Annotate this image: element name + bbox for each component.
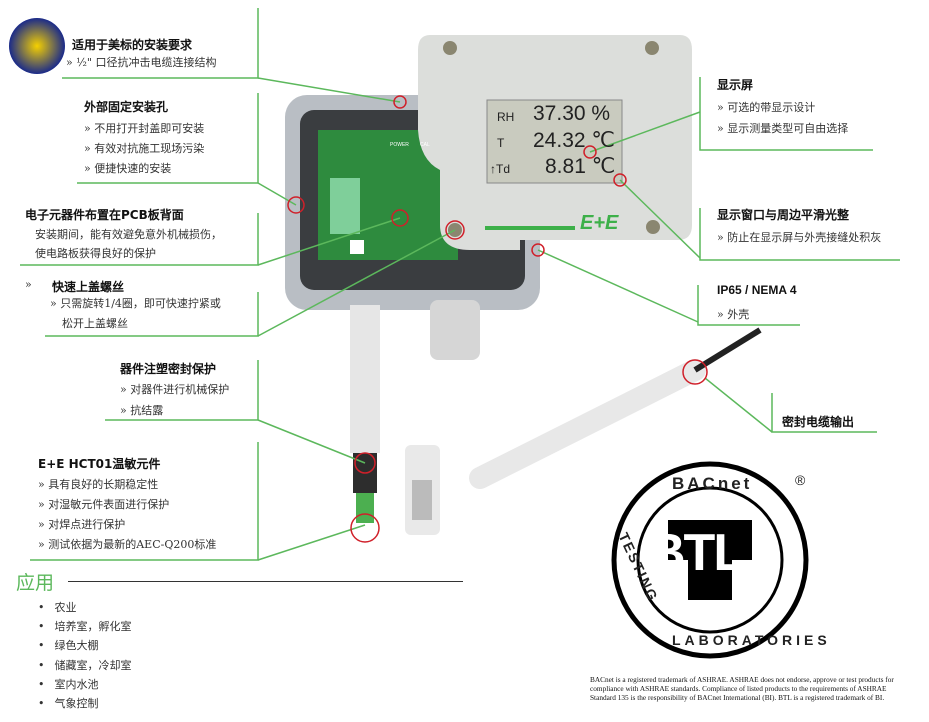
cal-led-label: CAL [420,142,430,148]
lcd-td-label: ↑Td [490,162,511,176]
callout-bullet: » [25,278,32,291]
registered-mark: ® [795,472,806,488]
btl-top-text: BACnet [672,474,753,493]
callout-item: » 可选的带显示设计 [717,101,816,114]
callout-item: » ½" 口径抗冲击电缆连接结构 [66,56,217,69]
callout-item: » 对湿敏元件表面进行保护 [38,498,170,511]
callout-title: 密封电缆输出 [782,415,855,429]
callout-item: » 抗结露 [120,404,164,417]
lcd-rh-value: 37.30 % [533,102,611,125]
lcd-t-value: 24.32 ℃ [533,129,615,152]
trademark-footnote: BACnet is a registered trademark of ASHR… [590,675,894,702]
callout-item: » 对器件进行机械保护 [120,383,230,396]
lcd-rh-label: RH [497,110,515,124]
callout-item: » 只需旋转1/4圈，即可快速拧紧或 [50,297,221,310]
list-item: 农业 [38,599,132,618]
list-item: 绿色大棚 [38,637,132,656]
probe [350,305,380,453]
callout-title: 适用于美标的安装要求 [72,38,193,52]
callout-item: » 显示测量类型可自由选择 [717,122,849,135]
callout-item: » 测试依据为最新的AEC-Q200标准 [38,538,217,551]
callout-title: E+E HCT01温敏元件 [38,457,161,471]
btl-text: BTL [648,524,745,582]
marker-circles [287,95,708,543]
btl-logo [611,461,809,659]
list-item: 室内水池 [38,676,132,695]
callout-title: 器件注塑密封保护 [120,362,217,376]
callout-item: » 防止在显示屏与外壳接缝处积灰 [717,231,882,244]
lcd-td-value: 8.81 ℃ [545,155,616,178]
callout-item: 松开上盖螺丝 [62,317,128,330]
list-item: 气象控制 [38,695,132,714]
power-led-label: POWER [390,142,409,148]
callout-title: 外部固定安装孔 [84,100,169,114]
applications-list: 农业 培养室，孵化室 绿色大棚 储藏室，冷却室 室内水池 气象控制 [38,599,132,714]
callout-item: 安装期间，能有效避免意外机械损伤， [35,228,222,241]
company-logo [9,18,65,74]
callout-title: 显示屏 [717,78,754,92]
callout-item: » 具有良好的长期稳定性 [38,478,159,491]
applications-heading: 应用 [16,572,55,594]
btl-right-text: LABORATORIES [672,632,831,648]
callout-item: » 不用打开封盖即可安装 [84,122,205,135]
lcd-t-label: T [497,136,505,150]
divider [68,581,463,582]
callout-item: » 对焊点进行保护 [38,518,126,531]
callout-item: » 便捷快速的安装 [84,162,172,175]
callout-title: 显示窗口与周边平滑光整 [717,208,850,222]
list-item: 培养室，孵化室 [38,618,132,637]
callout-item: » 有效对抗施工现场污染 [84,142,205,155]
callout-title: 电子元器件布置在PCB板背面 [25,208,184,222]
brand-logo: E+E [580,212,619,234]
lcd-screen [486,99,623,184]
callout-item: » 外壳 [717,308,750,321]
callout-title: 快速上盖螺丝 [52,280,125,294]
cable-probe [469,359,706,489]
callout-item: 使电路板获得良好的保护 [35,247,156,260]
list-item: 储藏室，冷却室 [38,657,132,676]
callout-title: IP65 / NEMA 4 [717,283,797,297]
